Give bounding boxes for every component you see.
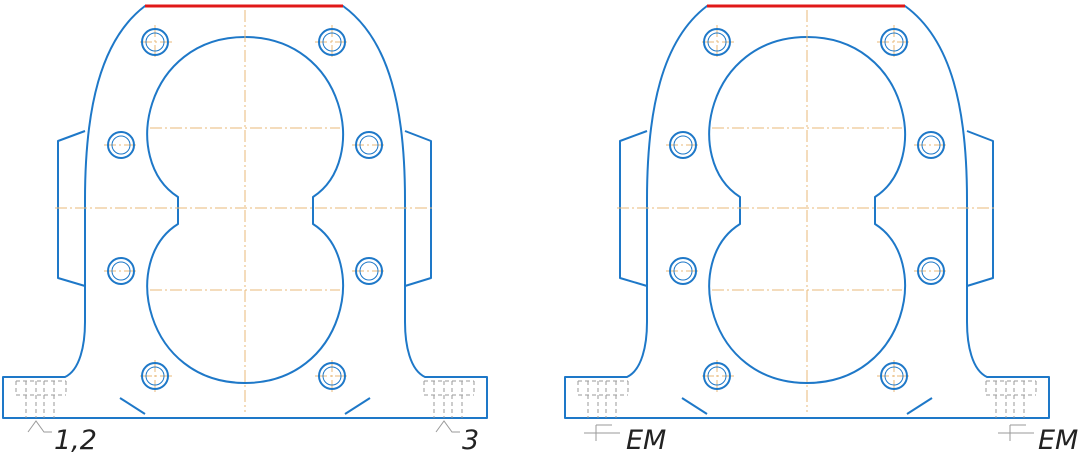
label-right-2: ЕМ [1038,425,1078,456]
leader-mark-right [435,420,460,433]
housing-view-left: 1,2 3 [1,4,489,456]
housing-view-right: ЕМ ЕМ [563,4,1078,456]
label-right: 3 [462,425,479,456]
label-left-2: ЕМ [626,425,666,456]
label-left: 1,2 [54,425,97,456]
leader-mark-left [27,420,52,433]
symbol-mark-right [998,424,1034,441]
symbol-mark-left [584,424,620,441]
